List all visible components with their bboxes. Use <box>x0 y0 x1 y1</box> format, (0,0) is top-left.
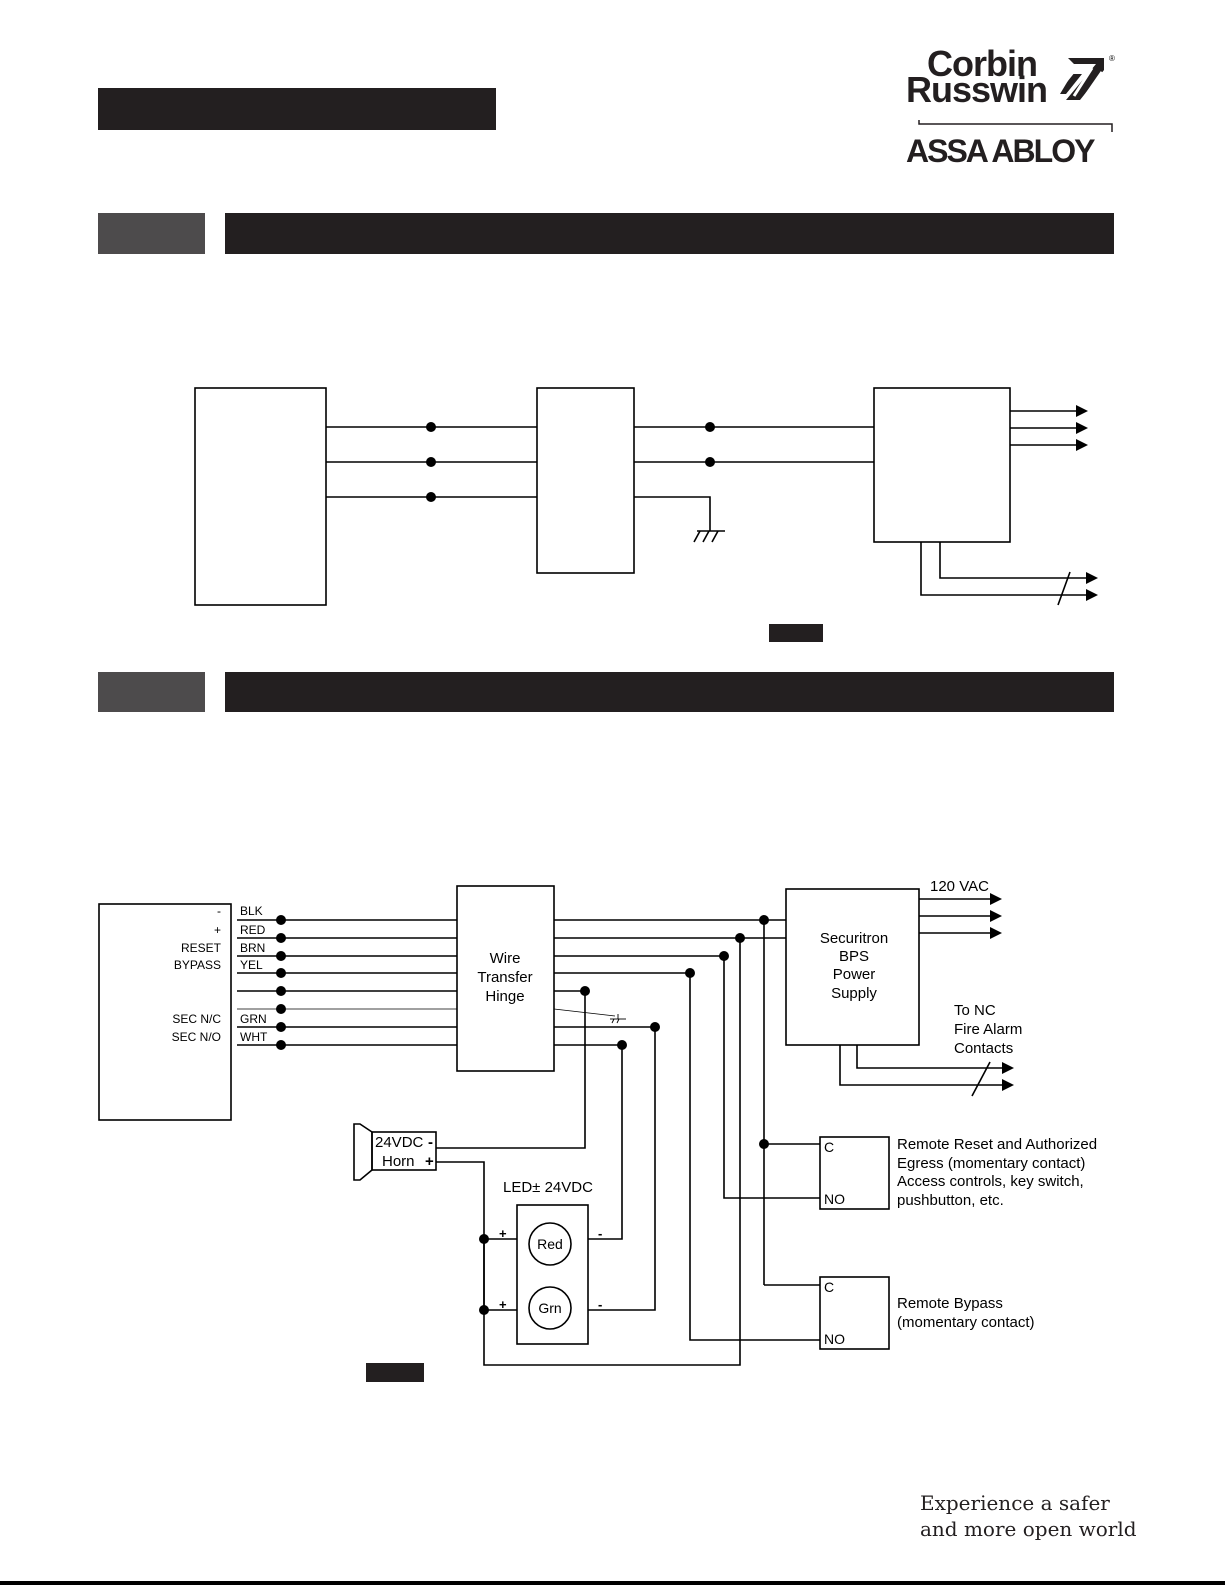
fig1-power-supply-box <box>873 387 1011 543</box>
fig2-device-box <box>98 903 232 1121</box>
wire-color-label: BLK <box>240 904 263 918</box>
bypass-switch-box <box>819 1276 890 1350</box>
device-terminal-label: - <box>217 904 221 918</box>
power-supply-label: Securitron <box>820 930 888 947</box>
arrowheads <box>990 405 1098 1091</box>
figure-1-diagram <box>194 387 1090 606</box>
power-supply-label: Supply <box>831 985 877 1002</box>
fig2-ground-icon <box>610 1014 626 1024</box>
corbin-russwin-logo: Corbin Russwin ® ASSA ABLOY <box>900 40 1120 170</box>
figure-1-label-box <box>769 624 823 642</box>
horn-icon <box>353 1123 437 1181</box>
section-2-header-bar <box>225 672 1114 712</box>
hinge-label: Wire <box>490 950 521 967</box>
led-module-box <box>516 1204 589 1345</box>
hinge-label: Transfer <box>477 969 532 986</box>
fig1-hinge-box <box>536 387 635 574</box>
device-terminal-label: SEC N/O <box>172 1030 221 1044</box>
wire-color-label: RED <box>240 923 266 937</box>
tagline: Experience a safer and more open world <box>920 1490 1137 1542</box>
red-led <box>528 1222 572 1266</box>
device-terminal-label: BYPASS <box>174 958 221 972</box>
green-led-label: Grn <box>538 1300 561 1316</box>
figure-2-label-box <box>366 1363 424 1382</box>
reset-switch-description: pushbutton, etc. <box>897 1192 1004 1209</box>
horn-minus: - <box>428 1134 433 1151</box>
horn-label: Horn <box>382 1153 415 1170</box>
tagline-line-2: and more open world <box>920 1517 1137 1541</box>
led-red-plus: + <box>499 1226 507 1241</box>
power-supply-label: BPS <box>839 948 869 965</box>
reset-switch-description: Remote Reset and Authorized <box>897 1136 1097 1153</box>
section-1-header-bar <box>225 213 1114 254</box>
led-title: LED± 24VDC <box>503 1179 593 1196</box>
logo-russwin-text: Russwin <box>906 69 1048 110</box>
section-2-tab <box>98 672 205 712</box>
horn-label: 24VDC <box>375 1134 424 1151</box>
fig1-device-box <box>194 387 327 606</box>
fire-alarm-label: Fire Alarm <box>954 1021 1022 1038</box>
horn-plus: + <box>425 1153 434 1170</box>
fig2-power-supply-box <box>785 888 920 1046</box>
fire-alarm-label: Contacts <box>954 1040 1013 1057</box>
bypass-switch-description: Remote Bypass <box>897 1295 1003 1312</box>
red-led-label: Red <box>537 1236 563 1252</box>
bypass-switch-description: (momentary contact) <box>897 1314 1035 1331</box>
device-terminal-label: RESET <box>181 941 222 955</box>
junction-dots <box>276 422 769 1315</box>
tagline-line-1: Experience a safer <box>920 1491 1110 1515</box>
logo-assa-abloy-text: ASSA ABLOY <box>906 133 1095 169</box>
fig2-hinge-box <box>456 885 555 1072</box>
led-red-minus: - <box>598 1226 602 1241</box>
logo-corbin-text: Corbin <box>927 43 1038 84</box>
bottom-rule <box>0 1581 1225 1585</box>
logo-divider <box>918 120 1113 132</box>
hinge-label: Hinge <box>485 988 524 1005</box>
led-green-minus: - <box>598 1297 602 1312</box>
figure-2-diagram <box>98 885 1004 1366</box>
reset-switch-description: Egress (momentary contact) <box>897 1155 1085 1172</box>
reset-switch-c: C <box>824 1139 834 1155</box>
title-bar <box>98 88 496 130</box>
power-supply-label: Power <box>833 966 876 983</box>
logo-stripes-icon <box>1060 58 1104 100</box>
reset-switch-description: Access controls, key switch, <box>897 1173 1084 1190</box>
led-green-plus: + <box>499 1297 507 1312</box>
device-terminal-label: + <box>214 923 221 937</box>
section-1-tab <box>98 213 205 254</box>
wire-color-label: GRN <box>240 1012 267 1026</box>
wire-color-label: BRN <box>240 941 265 955</box>
registered-mark: ® <box>1109 54 1115 63</box>
wire-color-label: WHT <box>240 1030 268 1044</box>
reset-switch-no: NO <box>824 1191 845 1207</box>
reset-switch-box <box>819 1136 890 1210</box>
vac-label: 120 VAC <box>930 878 989 895</box>
bypass-switch-no: NO <box>824 1331 845 1347</box>
fire-alarm-label: To NC <box>954 1002 996 1019</box>
fig1-ground-icon <box>693 530 725 543</box>
wire-color-label: YEL <box>240 958 263 972</box>
bypass-switch-c: C <box>824 1279 834 1295</box>
device-terminal-label: SEC N/C <box>172 1012 221 1026</box>
green-led <box>528 1286 572 1330</box>
